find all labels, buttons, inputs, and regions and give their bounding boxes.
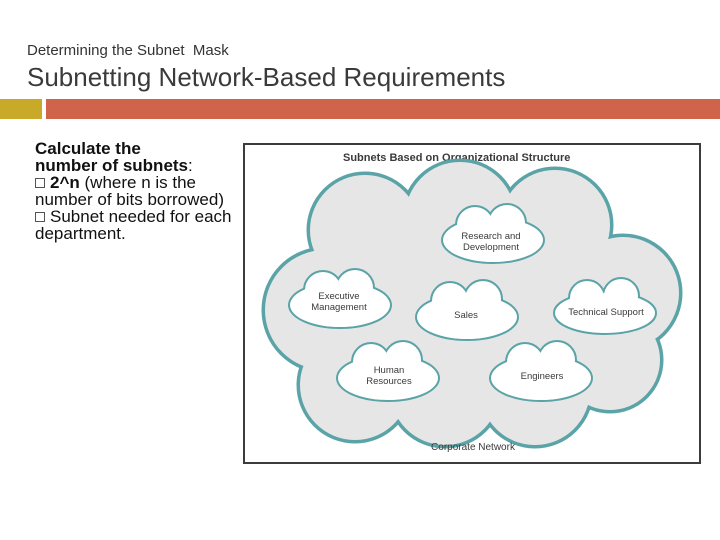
network-cloud-diagram: Subnets Based on Organizational Structur… bbox=[261, 152, 683, 453]
bullet-item-2: Subnet needed for each department. bbox=[35, 208, 240, 242]
label-human-1: Human bbox=[374, 365, 405, 376]
diagram-title: Subnets Based on Organizational Structur… bbox=[343, 152, 570, 164]
label-executive-2: Management bbox=[311, 302, 367, 313]
label-executive-1: Executive bbox=[318, 291, 359, 302]
cloud-sales: Sales bbox=[415, 279, 519, 341]
bullet-1-formula: 2^n bbox=[50, 173, 80, 192]
heading-bold-text: number of subnets bbox=[35, 156, 189, 175]
cloud-engineers: Engineers bbox=[489, 340, 593, 402]
label-research-1: Research and bbox=[461, 231, 520, 242]
cloud-human-resources: Human Resources bbox=[336, 340, 440, 402]
slide-title: Subnetting Network-Based Requirements bbox=[27, 62, 506, 92]
cloud-executive-management: Executive Management bbox=[288, 268, 392, 329]
cloud-technical-support: Technical Support bbox=[553, 277, 657, 335]
cloud-research-development: Research and Development bbox=[441, 203, 545, 264]
bullet-1-text: (where n is the number of bits borrowed) bbox=[35, 173, 224, 209]
label-engineers: Engineers bbox=[521, 371, 564, 382]
bullet-item-1: 2^n (where n is the number of bits borro… bbox=[35, 174, 240, 208]
slide-subtitle: Determining the Subnet Mask bbox=[27, 42, 229, 59]
accent-bar-left bbox=[0, 99, 42, 119]
heading-line-2: number of subnets: bbox=[35, 157, 240, 174]
checkbox-bullet-icon bbox=[35, 178, 45, 188]
heading-line-1: Calculate the bbox=[35, 139, 141, 158]
bullet-2-text: Subnet needed for each department. bbox=[35, 207, 232, 243]
label-sales: Sales bbox=[454, 310, 478, 321]
label-human-2: Resources bbox=[366, 376, 412, 387]
heading-colon: : bbox=[188, 156, 193, 175]
accent-bar-right bbox=[46, 99, 720, 119]
diagram-frame: Subnets Based on Organizational Structur… bbox=[243, 143, 701, 464]
checkbox-bullet-icon bbox=[35, 212, 45, 222]
diagram-footer-label: Corporate Network bbox=[431, 442, 516, 453]
label-technical-support: Technical Support bbox=[568, 307, 644, 318]
body-text-block: Calculate the number of subnets: 2^n (wh… bbox=[35, 140, 240, 242]
label-research-2: Development bbox=[463, 242, 519, 253]
